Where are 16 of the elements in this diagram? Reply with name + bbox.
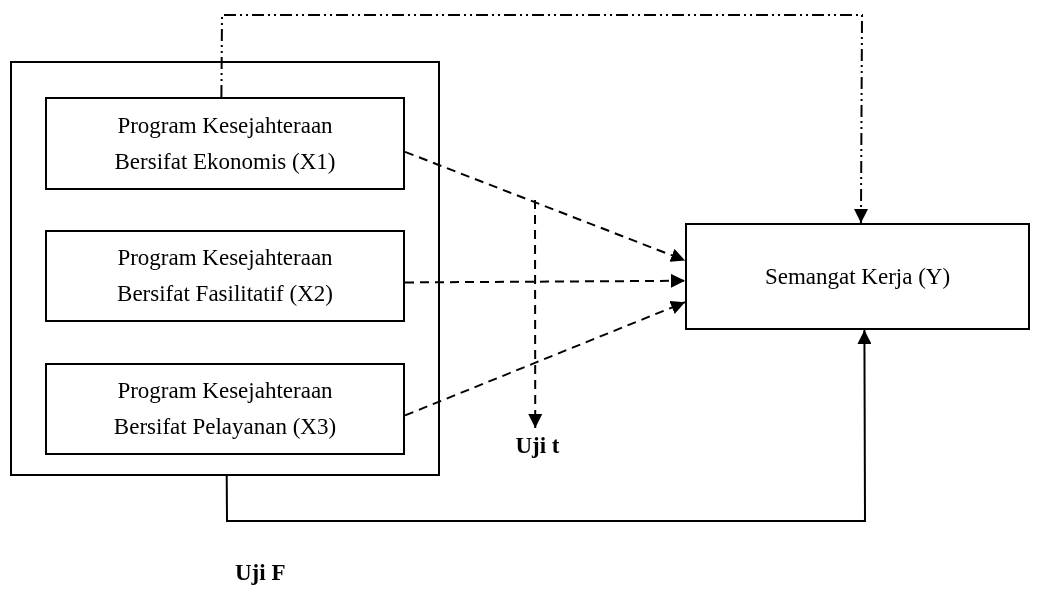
test-label: Uji t bbox=[515, 432, 560, 461]
group-box bbox=[10, 61, 440, 476]
box-text: Program Kesejahteraan Bersifat Fasilitatif (X2) bbox=[116, 244, 334, 308]
arrow bbox=[404, 300, 686, 417]
arrow bbox=[404, 150, 686, 262]
arrow bbox=[220, 14, 868, 224]
variable-box bbox=[45, 363, 405, 455]
variable-box bbox=[685, 223, 1030, 330]
arrow bbox=[404, 273, 686, 288]
box-text: Program Kesejahteraan Bersifat Ekonomis (X1) bbox=[113, 111, 337, 176]
variable-box bbox=[45, 230, 405, 322]
arrow bbox=[225, 329, 872, 522]
arrow bbox=[528, 199, 543, 429]
variable-box bbox=[45, 97, 405, 190]
box-text: Semangat Kerja (Y) bbox=[764, 262, 951, 291]
box-text: Program Kesejahteraan Bersifat Pelayanan (X3) bbox=[112, 377, 338, 441]
